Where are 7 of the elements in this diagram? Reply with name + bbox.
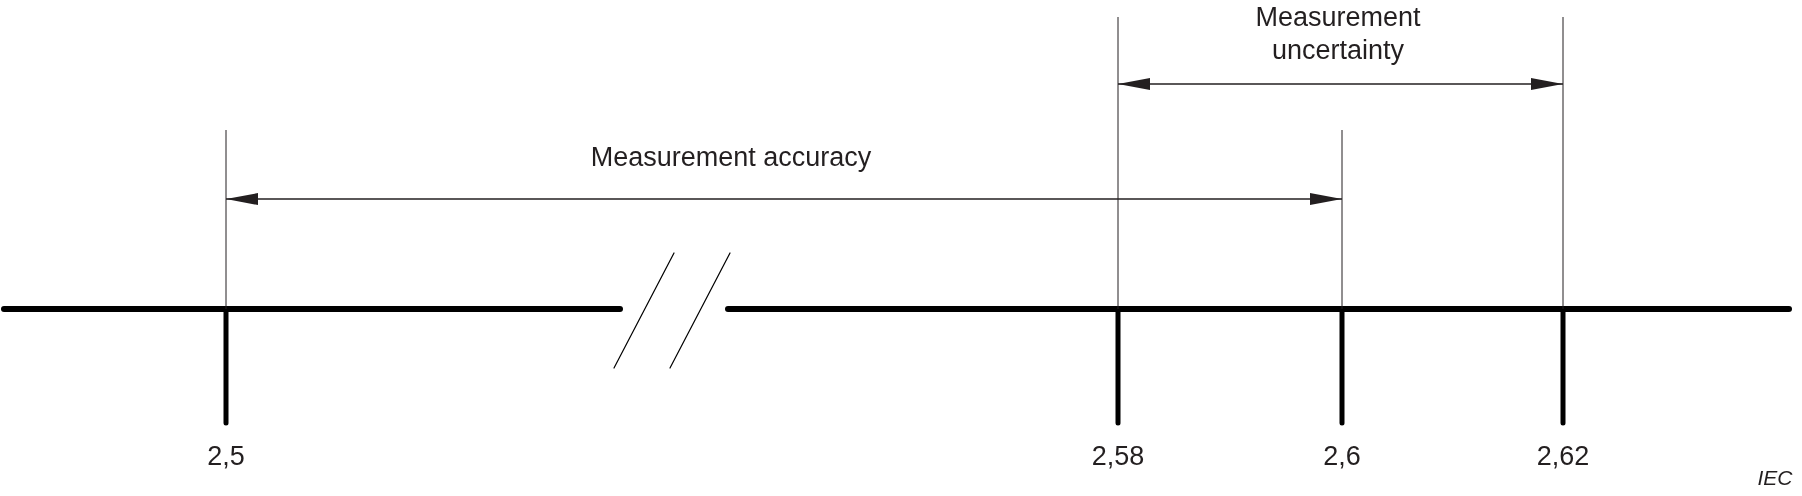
tick-value: 2,6: [1322, 440, 1362, 473]
dimension-label: Measurement accuracy: [589, 141, 873, 174]
source-note: IEC: [1756, 466, 1794, 490]
tick-value: 2,5: [206, 440, 246, 473]
tick-value: 2,58: [1090, 440, 1146, 473]
tick-value: 2,62: [1535, 440, 1591, 473]
dimension-label: Measurement uncertainty: [1254, 1, 1422, 67]
